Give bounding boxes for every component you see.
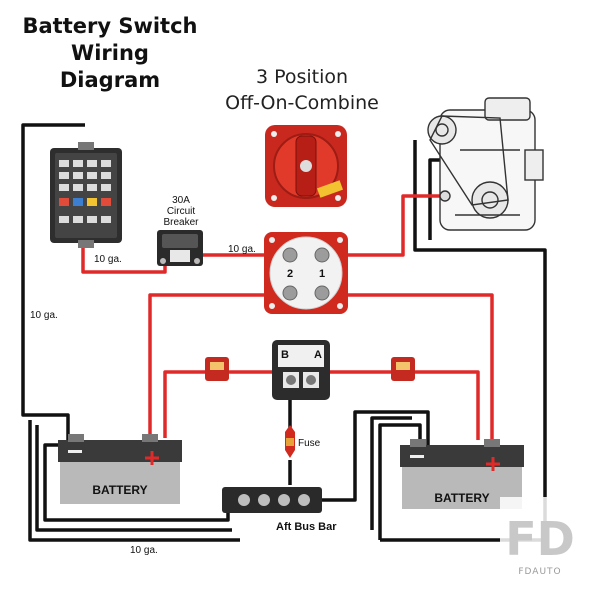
black-wire-left-loop-2 [35, 425, 232, 532]
bus-bar[interactable] [222, 487, 322, 513]
fuse-label: Fuse [298, 438, 321, 449]
title-line-1: Battery Switch [22, 14, 197, 38]
black-wires [21, 123, 547, 542]
black-wire-engine-ground [428, 158, 440, 240]
circuit-breaker[interactable] [157, 230, 203, 266]
subtitle-line-1: 3 Position [256, 66, 348, 88]
red-wire-switch-to-left-battery [148, 293, 285, 438]
watermark-text: FDAUTO [518, 567, 561, 577]
acr-terminal-a: A [314, 349, 322, 361]
fuse-panel[interactable] [50, 142, 122, 248]
switch-terminal-1: 1 [319, 268, 325, 280]
battery-left[interactable] [58, 434, 182, 504]
breaker-label-1: 30A [172, 195, 190, 206]
charging-relay[interactable] [272, 340, 330, 400]
selector-switch-photo[interactable] [265, 125, 347, 207]
breaker-label-3: Breaker [163, 217, 199, 228]
red-wire-acr-right [330, 370, 480, 440]
watermark-logo-text: FD [505, 512, 575, 566]
switch-terminal-2: 2 [287, 268, 293, 280]
red-wire-acr-left [163, 370, 275, 438]
fuse-row-colored [59, 198, 111, 206]
gauge-label-bottom: 10 ga. [130, 545, 158, 556]
inline-fuse-right[interactable] [391, 357, 415, 381]
black-wire-bus-to-right [320, 410, 430, 502]
black-wire-fuse-panel-to-left-battery [21, 123, 85, 440]
breaker-label-2: Circuit [167, 206, 196, 217]
fuse-holder[interactable] [285, 425, 295, 458]
black-wire-engine-to-right [380, 140, 547, 542]
black-wire-left-loop [28, 420, 240, 542]
selector-switch-back[interactable] [264, 232, 348, 314]
subtitle-line-2: Off-On-Combine [225, 92, 379, 114]
red-wire-switch-to-engine [330, 194, 445, 257]
red-wires [81, 194, 494, 440]
battery-right-label: BATTERY [434, 491, 489, 505]
black-wire-left-neg-to-bus [43, 443, 230, 522]
battery-left-label: BATTERY [92, 483, 147, 497]
gauge-label-left: 10 ga. [30, 310, 58, 321]
black-wire-right-loop [378, 423, 422, 540]
red-wire-switch-to-right-battery [320, 293, 494, 440]
gauge-label-switch: 10 ga. [228, 244, 256, 255]
black-wire-right-loop-2 [370, 416, 412, 530]
watermark-logo: FD FDAUTO [500, 497, 580, 577]
engine [427, 97, 544, 231]
inline-fuse-left[interactable] [205, 357, 229, 381]
acr-terminal-b: B [281, 349, 289, 361]
bus-bar-label: Aft Bus Bar [276, 521, 337, 533]
title-line-3: Diagram [60, 68, 160, 92]
gauge-label-fuse-panel: 10 ga. [94, 254, 122, 265]
title-line-2: Wiring [71, 41, 149, 65]
